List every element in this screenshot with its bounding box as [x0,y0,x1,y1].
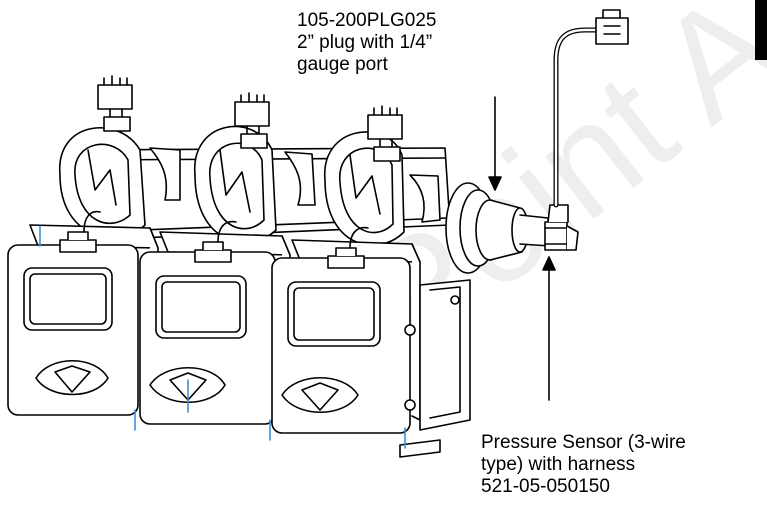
sensor-callout: Pressure Sensor (3-wire type) with harne… [481,432,686,498]
plug-description-line-1: 2” plug with 1/4” [297,32,433,53]
plug-fitting [445,182,551,274]
connector-2 [234,92,270,149]
connector-3 [367,105,403,162]
module-1 [7,210,159,416]
module-2 [139,220,291,425]
sensor-description-line-1: Pressure Sensor (3-wire [481,432,686,453]
plug-description-line-2: gauge port [297,54,388,75]
connector-1 [97,75,133,132]
module-3 [271,226,421,434]
clamp-band-2 [194,125,277,244]
plug-callout: 105-200PLG025 2” plug with 1/4” gauge po… [297,10,436,76]
leader-arrow-plug [488,96,502,191]
plug-part-number: 105-200PLG025 [297,10,437,31]
sensor-description-line-2: type) with harness [481,454,636,475]
sensor-part-number: 521-05-050150 [481,476,610,497]
page-corner-tab [755,0,767,60]
mounting-bracket [399,279,471,458]
leader-arrow-sensor [542,256,556,401]
pressure-sensor [544,9,629,251]
clamp-band-1 [59,127,146,239]
